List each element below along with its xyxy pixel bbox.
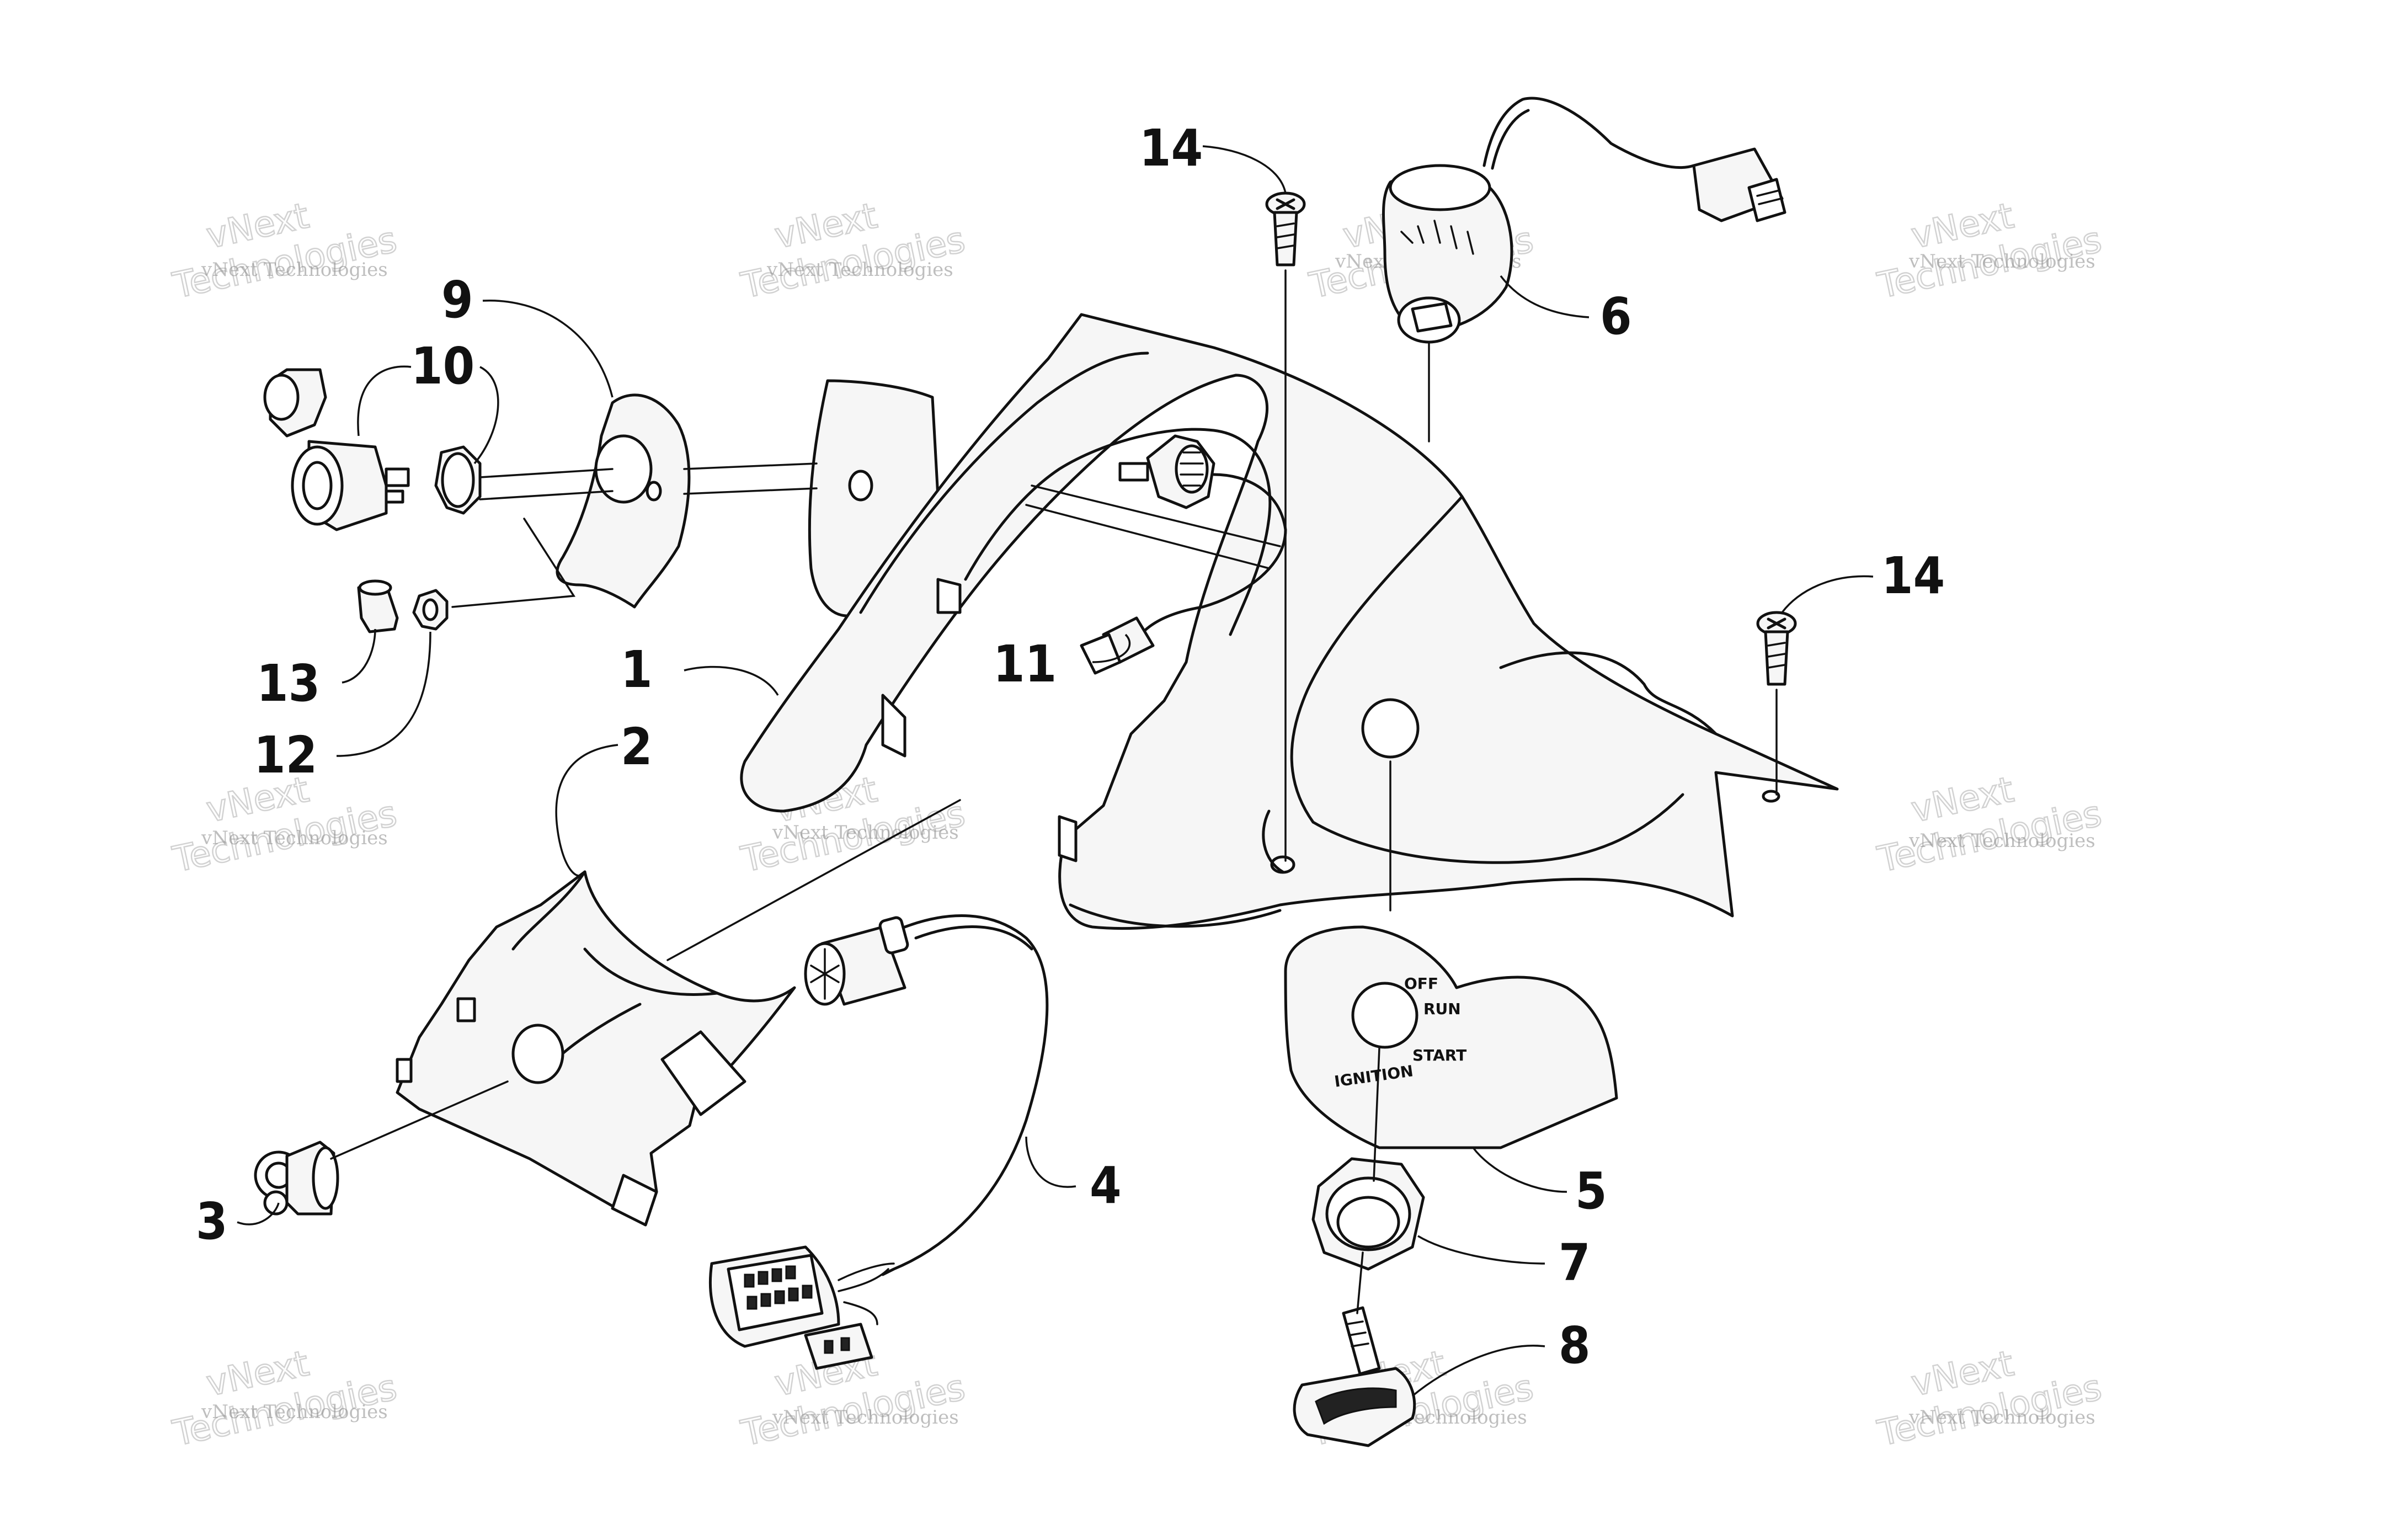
part-4-harness (709, 914, 1049, 1370)
callout-14-right: 14 (1881, 546, 1945, 605)
part-10-power-socket (263, 368, 482, 531)
watermark: Technologies vNext vNext Technologies (737, 195, 969, 307)
watermark-small-text: vNext Technologies (201, 259, 388, 281)
ignition-start-label: START (1412, 1046, 1466, 1064)
callout-labels: 1 2 3 4 5 6 7 8 9 10 11 12 13 14 14 (196, 119, 1945, 1375)
part-9-decal-plate (556, 393, 691, 609)
watermark: Technologies vNext vNext Technologies (1874, 769, 2106, 881)
callout-3: 3 (196, 1192, 228, 1251)
watermark-small-text: vNext Technologies (201, 827, 388, 849)
callout-10: 10 (411, 337, 474, 396)
part-2-lower-cover (396, 870, 796, 1227)
callout-5: 5 (1575, 1161, 1607, 1221)
callout-9: 9 (441, 270, 473, 329)
part-14-screw-b (1756, 611, 1797, 686)
watermark-small-text: vNext Technologies (1908, 251, 2095, 273)
watermark: Technologies vNext vNext Technologies (169, 769, 401, 881)
part-6-ignition-switch (1382, 97, 1786, 344)
part-13-plug (357, 579, 399, 633)
callout-leaders (237, 145, 1874, 1397)
part-5-ignition-decal: OFF RUN START IGNITION (1284, 925, 1618, 1149)
watermark-small-text: vNext Technologies (1908, 830, 2095, 852)
assembly-lines (330, 269, 1778, 1314)
watermark: Technologies vNext vNext Technologies (169, 195, 401, 307)
callout-8: 8 (1559, 1316, 1591, 1375)
callout-4: 4 (1090, 1156, 1122, 1215)
watermark: Technologies vNext vNext Technologies (1874, 1342, 2106, 1455)
watermark-small-text: vNext Technologies (766, 259, 953, 281)
watermark: Technologies vNext vNext Technologies (169, 1342, 401, 1455)
callout-14-top: 14 (1139, 119, 1203, 178)
watermark: Technologies vNext vNext Technologies (1874, 195, 2106, 307)
part-14-screw-a (1265, 191, 1306, 267)
callout-13: 13 (257, 654, 320, 713)
callout-2: 2 (621, 717, 653, 776)
part-7-nut (1311, 1157, 1425, 1271)
ignition-off-label: OFF (1404, 974, 1438, 993)
watermark-small-text: vNext Technologies (1908, 1406, 2095, 1429)
part-8-key (1293, 1306, 1416, 1447)
callout-6: 6 (1600, 287, 1632, 346)
part-12-nut (412, 589, 449, 631)
ignition-run-label: RUN (1423, 1000, 1461, 1018)
callout-12: 12 (254, 726, 317, 785)
part-3-socket-cap (254, 1141, 339, 1216)
callout-7: 7 (1559, 1233, 1591, 1292)
callout-1: 1 (621, 640, 653, 699)
watermark-small-text: vNext Technologies (772, 1406, 959, 1429)
callout-11: 11 (993, 635, 1057, 694)
watermark-small-text: vNext Technologies (772, 822, 959, 844)
part-11-lead (1080, 434, 1287, 675)
part-1-hood-housing (740, 313, 1839, 930)
connector-pins (744, 1265, 813, 1310)
watermark-small-text: vNext Technologies (201, 1401, 388, 1423)
